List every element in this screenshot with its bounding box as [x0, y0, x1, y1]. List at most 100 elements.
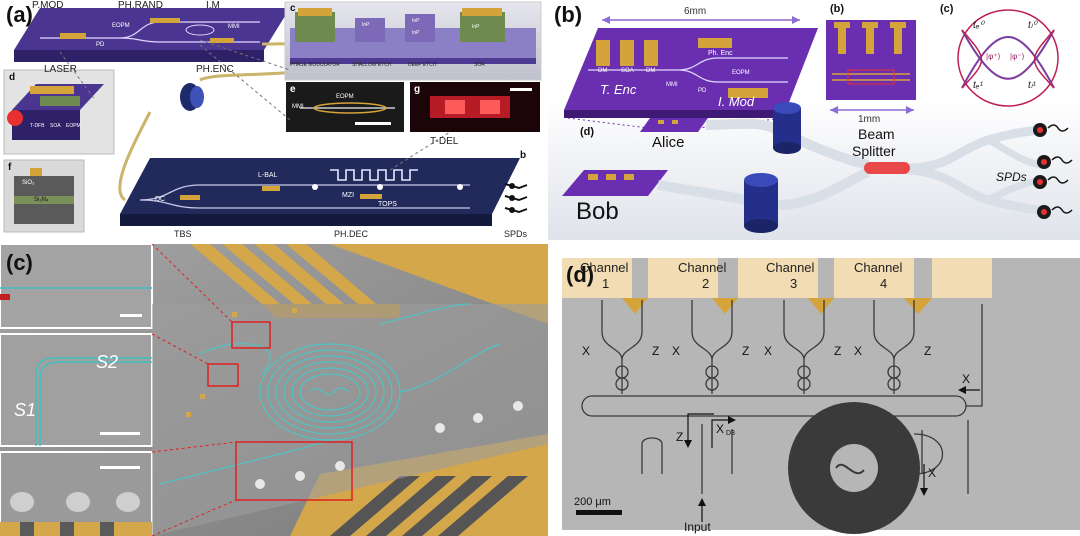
c-inset-top [0, 244, 153, 329]
d-electrode-pads [562, 258, 992, 314]
inset-c-inp-3: InP [412, 30, 420, 36]
b-chip-mmi: MMI [666, 82, 678, 88]
b-chip-dm-1: DM [598, 68, 608, 74]
inset-g-letter: g [414, 84, 421, 95]
b-chip-soa: SOA [621, 68, 634, 74]
inset-e-mmi: MMI [292, 104, 304, 110]
d-spiral [788, 402, 920, 534]
spd-detectors [1033, 123, 1073, 219]
d-input-label: Input [684, 520, 711, 534]
panel-a: (a) P.MOD PH.RAND I.M EOPM PD MMI LASER … [0, 0, 545, 240]
rx-chip-top [120, 158, 520, 214]
c-spiral [159, 303, 501, 485]
b-6mm-label: 6mm [684, 6, 707, 17]
alice-spool [773, 102, 801, 154]
d-scale-bar [576, 510, 622, 515]
d-x-d3-label: X [716, 422, 725, 436]
d-z-arrow-label: Z [676, 430, 684, 444]
tx-chip-mmi: MMI [228, 24, 240, 30]
b-i-mod: I. Mod [718, 94, 755, 109]
panel-c-label: (c) [6, 250, 33, 275]
b-chip-phenc: Ph. Enc [708, 50, 733, 57]
c-pillars [186, 308, 523, 489]
alice-label: Alice [652, 134, 685, 151]
inset-e-letter: e [290, 84, 296, 95]
tx-chip-side [14, 50, 264, 62]
bob-label: Bob [576, 198, 619, 225]
tx-label-phrand: PH.RAND [118, 0, 164, 11]
beam-label: Beam [858, 126, 895, 142]
inset-d-soa: SOA [50, 123, 61, 129]
b-t-enc: T. Enc [600, 82, 637, 97]
basis-phi-minus: |φ⁻⟩ [1010, 52, 1025, 61]
inset-c-inp-2: InP [412, 18, 420, 24]
d-channel-3-word: Channel [766, 260, 815, 275]
b-inset-d-label: (d) [580, 126, 595, 138]
c-inset-mid [0, 333, 153, 447]
b-bases-diagram [957, 9, 1059, 107]
d-x-right-mid: X [928, 466, 937, 480]
ph-enc-label: PH.ENC [196, 64, 234, 75]
c-s1-label: S1 [14, 400, 37, 420]
basis-te1: tₑ¹ [973, 80, 983, 91]
splitter-label: Splitter [852, 143, 896, 159]
inset-d-letter: d [9, 72, 16, 83]
inset-c-letter: c [290, 3, 296, 14]
d-label-x3: X [764, 344, 773, 358]
panel-b: (b) 6mm DM SOA DM Ph. Enc EOPM MMI PD T.… [548, 0, 1080, 240]
panel-a-illustration [3, 1, 542, 233]
inset-c-deep: DEEP ETCH [408, 62, 437, 68]
d-label-z3: Z [834, 344, 842, 358]
spds-label: SPDs [996, 170, 1027, 184]
d-channel-1-word: Channel [580, 260, 629, 275]
basis-tl1: tₗ¹ [1028, 80, 1036, 91]
d-label-z2: Z [742, 344, 750, 358]
tx-chip-pd: PD [96, 42, 105, 48]
inset-f-mid: Si₃N₄ [34, 197, 49, 203]
panel-b-label: (b) [554, 2, 583, 27]
inset-f-letter: f [8, 162, 12, 173]
b-inset-b-label: (b) [830, 3, 845, 15]
d-channel-1-num: 1 [602, 276, 610, 291]
b-inset-c-label: (c) [940, 3, 954, 15]
c-s2-label: S2 [96, 352, 119, 372]
rx-spds: SPDs [504, 229, 528, 239]
rx-chip-side [120, 214, 492, 226]
beam-splitter [864, 162, 910, 174]
rx-lbal: L-BAL [258, 172, 278, 179]
d-label-x4: X [854, 344, 863, 358]
b-chip-pd: PD [698, 88, 707, 94]
inset-c-inp-1: InP [362, 22, 370, 28]
rx-tbs: TBS [174, 229, 192, 239]
d-d3-sub: D3 [726, 430, 735, 437]
d-label-x1: X [582, 344, 591, 358]
t-del-label: T-DEL [430, 136, 459, 147]
bob-spool [744, 173, 778, 233]
laser-label: LASER [44, 64, 77, 75]
b-chip-dm-2: DM [646, 68, 656, 74]
tx-chip-eopm: EOPM [112, 23, 130, 29]
d-channel-2-num: 2 [702, 276, 710, 291]
inset-e-eopm: EOPM [336, 94, 354, 100]
d-x-right-top: X [962, 372, 971, 386]
rx-letter: b [520, 150, 527, 161]
c-zoom-box-1 [231, 321, 271, 349]
panel-c: (c) S1 S2 [0, 244, 548, 536]
rx-tops: TOPS [378, 201, 397, 208]
d-scale-label: 200 μm [574, 496, 611, 508]
b-1mm-label: 1mm [858, 114, 881, 125]
d-label-z4: Z [924, 344, 932, 358]
d-channel-2-word: Channel [678, 260, 727, 275]
basis-te0: tₑ⁰ [973, 20, 984, 31]
c-zoom-box-2 [207, 363, 239, 387]
tx-label-im: I.M [206, 0, 220, 11]
inset-f-top: SiO₂ [22, 180, 35, 186]
d-channel-3-num: 3 [790, 276, 798, 291]
basis-phi-plus: |φ⁺⟩ [986, 52, 1001, 61]
d-channel-4-num: 4 [880, 276, 888, 291]
panel-c-sem [0, 244, 548, 536]
basis-tl0: tₗ⁰ [1028, 20, 1037, 31]
rx-dc: DC [155, 196, 166, 203]
inset-d-tdfb: T-DFB [30, 123, 45, 129]
inset-c-soa: SOA [474, 62, 485, 68]
